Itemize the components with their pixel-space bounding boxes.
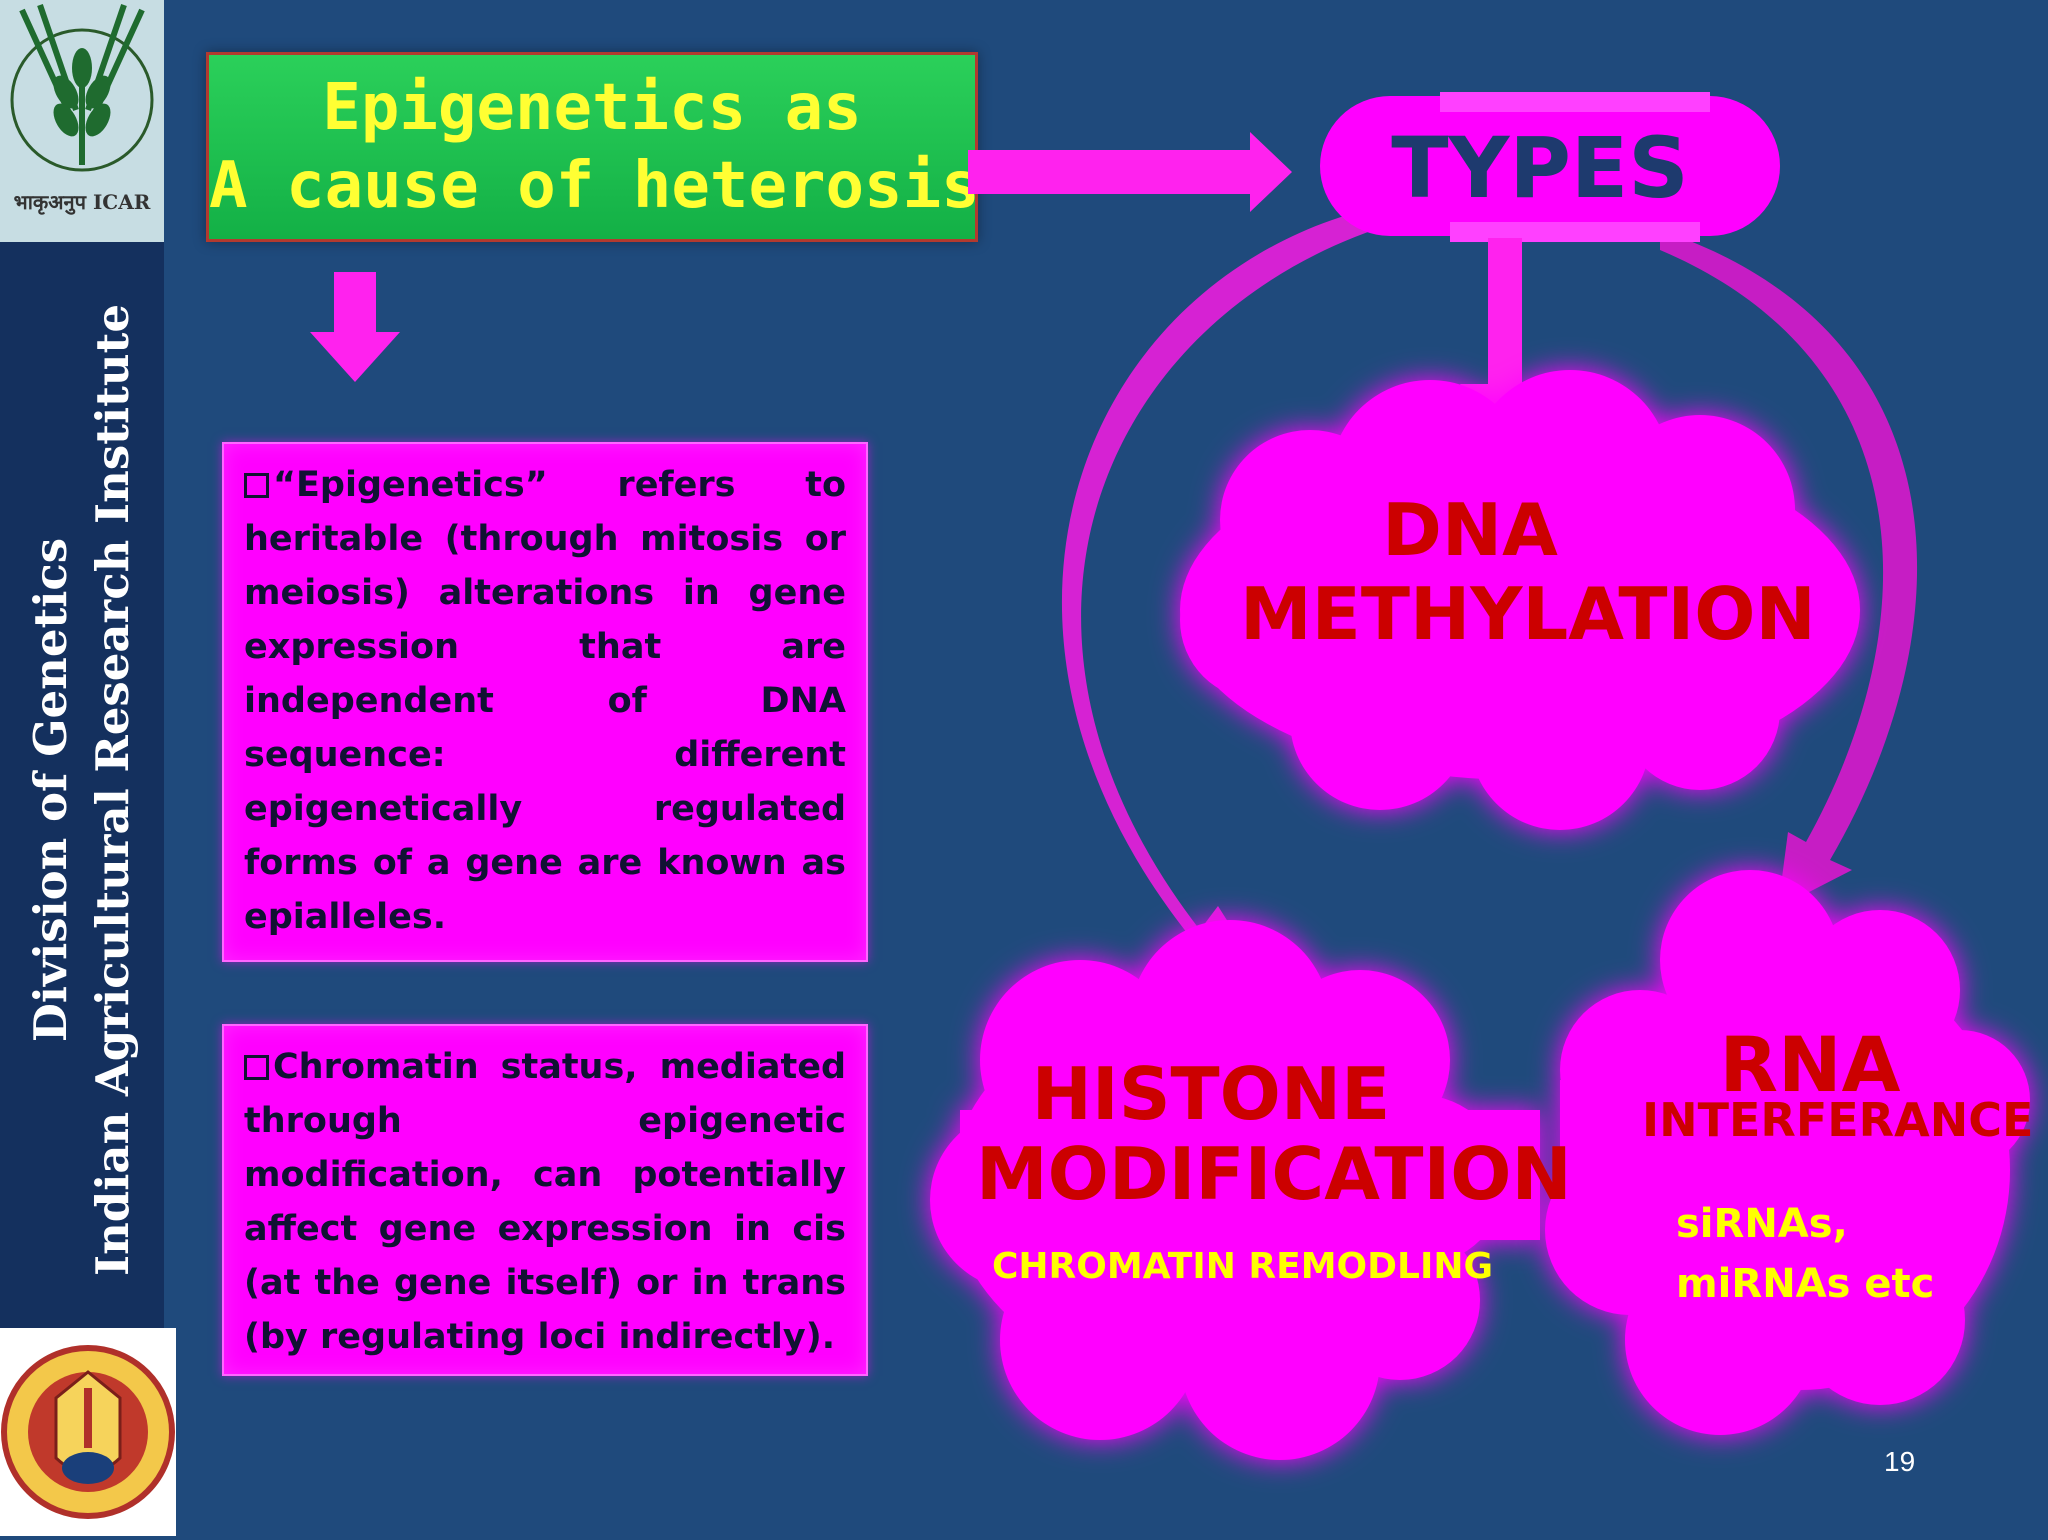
dna-line-1: DNA xyxy=(1382,488,1558,572)
iari-emblem xyxy=(0,1328,176,1536)
slide-title: Epigenetics as A cause of heterosis xyxy=(206,52,980,242)
chromatin-box: Chromatin status, mediated through epige… xyxy=(222,1024,868,1376)
dna-line-2: METHYLATION xyxy=(1240,572,1816,656)
types-label: TYPES xyxy=(1391,119,1689,217)
arrow-down-left xyxy=(310,272,400,382)
histone-line-1: HISTONE xyxy=(1031,1052,1391,1136)
emblem-icon xyxy=(1,1345,175,1519)
title-line-1: Epigenetics as xyxy=(322,71,862,145)
rna-line-1: RNA xyxy=(1719,1020,1901,1109)
title-line-2: A cause of heterosis xyxy=(209,149,980,223)
rna-sub-1: siRNAs, xyxy=(1676,1201,1848,1247)
types-banner xyxy=(1320,92,1780,242)
checkbox-bullet-icon xyxy=(244,473,269,498)
icar-logo-text: भाकृअनुप ICAR xyxy=(13,190,151,214)
checkbox-bullet-icon xyxy=(244,1055,269,1080)
rna-sub: siRNAs, miRNAs etc xyxy=(1676,1194,1934,1314)
histone-cloud xyxy=(930,920,1540,1460)
wheat-logo-icon xyxy=(10,4,154,172)
definition-text: “Epigenetics” refers to heritable (throu… xyxy=(244,465,846,937)
histone-sub: CHROMATIN REMODLING xyxy=(992,1246,1494,1287)
arrow-title-to-types xyxy=(968,132,1292,212)
histone-line-2: MODIFICATION xyxy=(976,1132,1572,1216)
chromatin-text: Chromatin status, mediated through epige… xyxy=(244,1047,846,1357)
dna-cloud xyxy=(1180,370,1860,830)
dna-label: DNA METHYLATION xyxy=(1240,488,1816,656)
arrow-types-to-rna xyxy=(1660,230,1918,908)
slide-number: 19 xyxy=(1884,1446,1916,1477)
arrow-types-to-histone xyxy=(1061,200,1412,976)
rna-cloud xyxy=(1545,870,2030,1435)
rna-sub-2: miRNAs etc xyxy=(1676,1261,1935,1307)
icar-logo: भाकृअनुप ICAR xyxy=(0,0,164,242)
rna-label: RNA xyxy=(1640,1024,2000,1106)
rna-line-2: INTERFERANCE xyxy=(1642,1093,2034,1147)
definition-box: “Epigenetics” refers to heritable (throu… xyxy=(222,442,868,962)
sidebar xyxy=(0,0,164,1536)
histone-label: HISTONE MODIFICATION xyxy=(976,1052,1572,1216)
